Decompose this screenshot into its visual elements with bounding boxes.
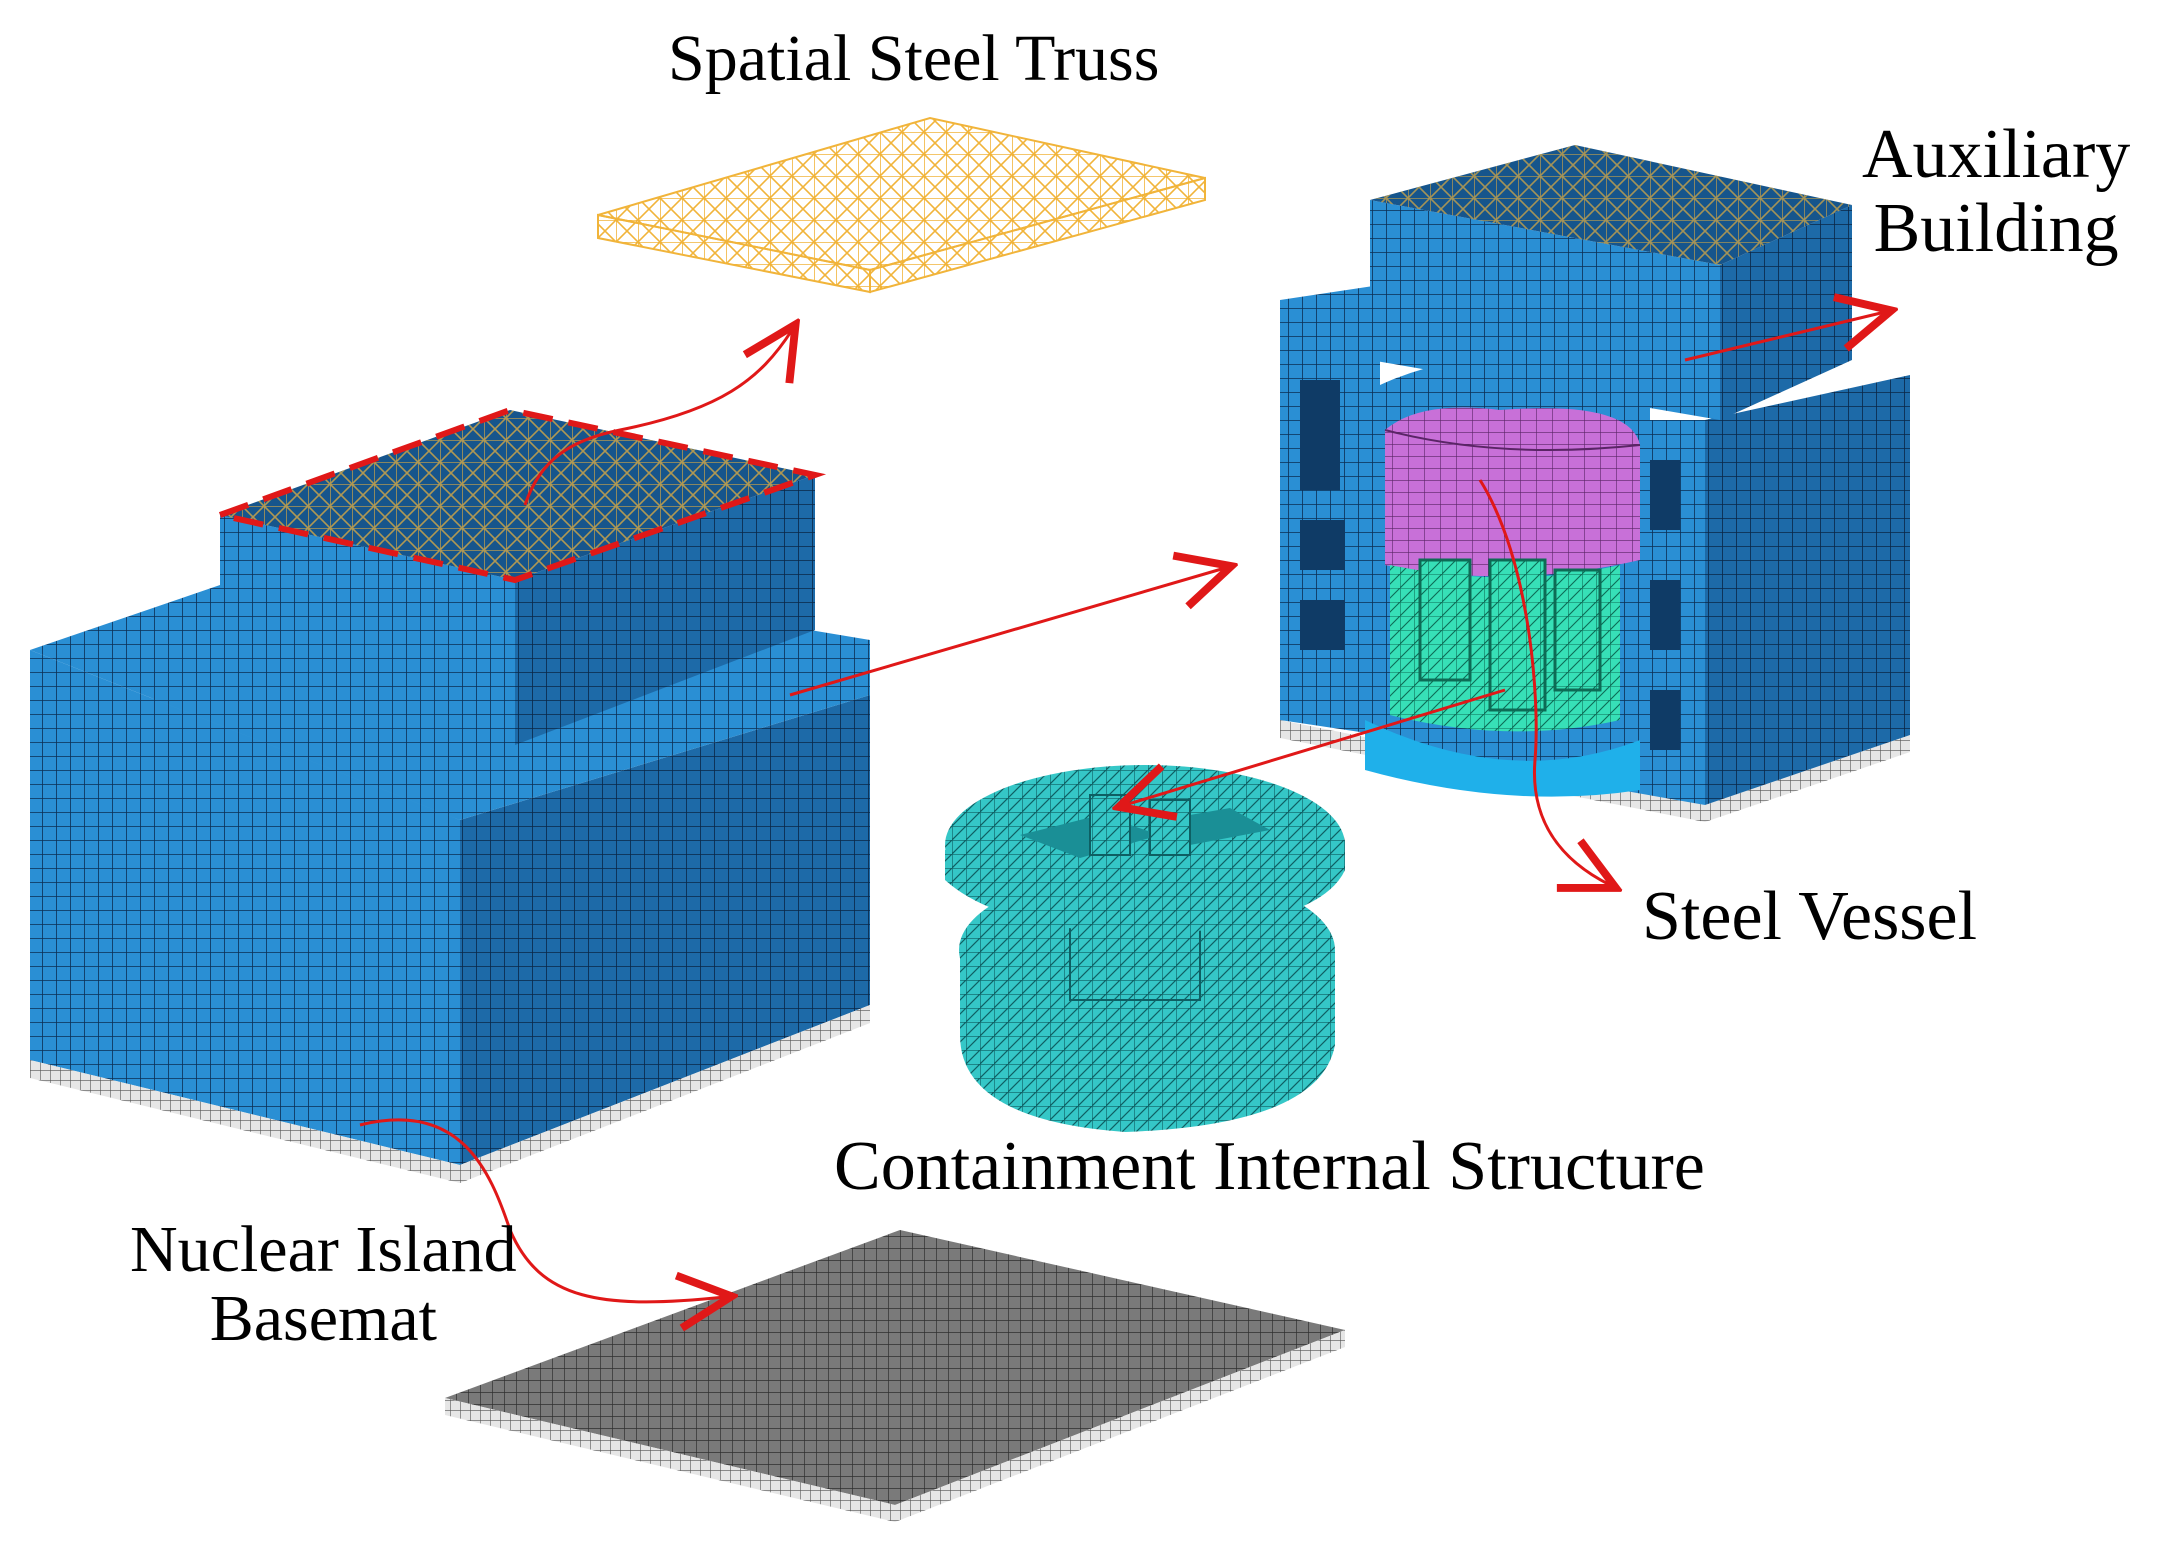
truss-right-side: [869, 176, 1206, 294]
aux-right-face: [1705, 375, 1910, 805]
building-basemat-right: [460, 1005, 870, 1183]
aux-basin: [1365, 720, 1640, 797]
label-auxiliary-building-line2: Building: [1873, 189, 2119, 267]
label-steel-vessel: Steel Vessel: [1642, 878, 1978, 955]
truss-highlight-outline: [209, 406, 827, 584]
basemat-front-side: [445, 1398, 895, 1522]
arrow-to-nuclear-island-basemat: [359, 1118, 725, 1302]
label-containment-internal-structure: Containment Internal Structure: [834, 1128, 1705, 1205]
upper-tower-front-face: [220, 515, 515, 745]
lower-block-top-right: [460, 625, 870, 820]
arrow-to-containment-internal-structure: [1125, 688, 1506, 805]
arrow-to-auxiliary-building: [789, 568, 1225, 697]
aux-tower-right: [1720, 205, 1852, 420]
arrow-to-steel-vessel: [1478, 479, 1610, 885]
arrow-to-auxiliary-building-label: [1684, 312, 1885, 362]
label-nuclear-island-basemat-line2: Basemat: [209, 1282, 437, 1356]
aux-left-wall: [1280, 285, 1380, 735]
label-nuclear-island-basemat: Nuclear Island Basemat: [130, 1215, 517, 1354]
upper-tower-right-face: [515, 475, 815, 745]
lower-block-right-face: [460, 695, 870, 1165]
cis-upper-disk-top: [945, 765, 1345, 925]
spatial-steel-truss-model: [597, 116, 1206, 294]
basemat-right-side: [895, 1330, 1345, 1522]
basemat-top-face: [445, 1230, 1345, 1505]
arrows: [359, 312, 1885, 1302]
containment-internal-structure-model: [945, 765, 1345, 1132]
nuclear-island-full-model: [30, 406, 870, 1183]
label-auxiliary-building: Auxiliary Building: [1862, 118, 2130, 265]
label-nuclear-island-basemat-line1: Nuclear Island: [130, 1213, 517, 1286]
auxiliary-building-section-model: [1280, 145, 1910, 822]
aux-base-plate: [1280, 720, 1910, 822]
arrow-to-spatial-steel-truss: [523, 330, 792, 506]
label-spatial-steel-truss: Spatial Steel Truss: [668, 22, 1160, 95]
label-auxiliary-building-line1: Auxiliary: [1862, 116, 2131, 193]
building-basemat-front: [30, 1060, 460, 1183]
nuclear-island-basemat-model: [445, 1230, 1345, 1522]
